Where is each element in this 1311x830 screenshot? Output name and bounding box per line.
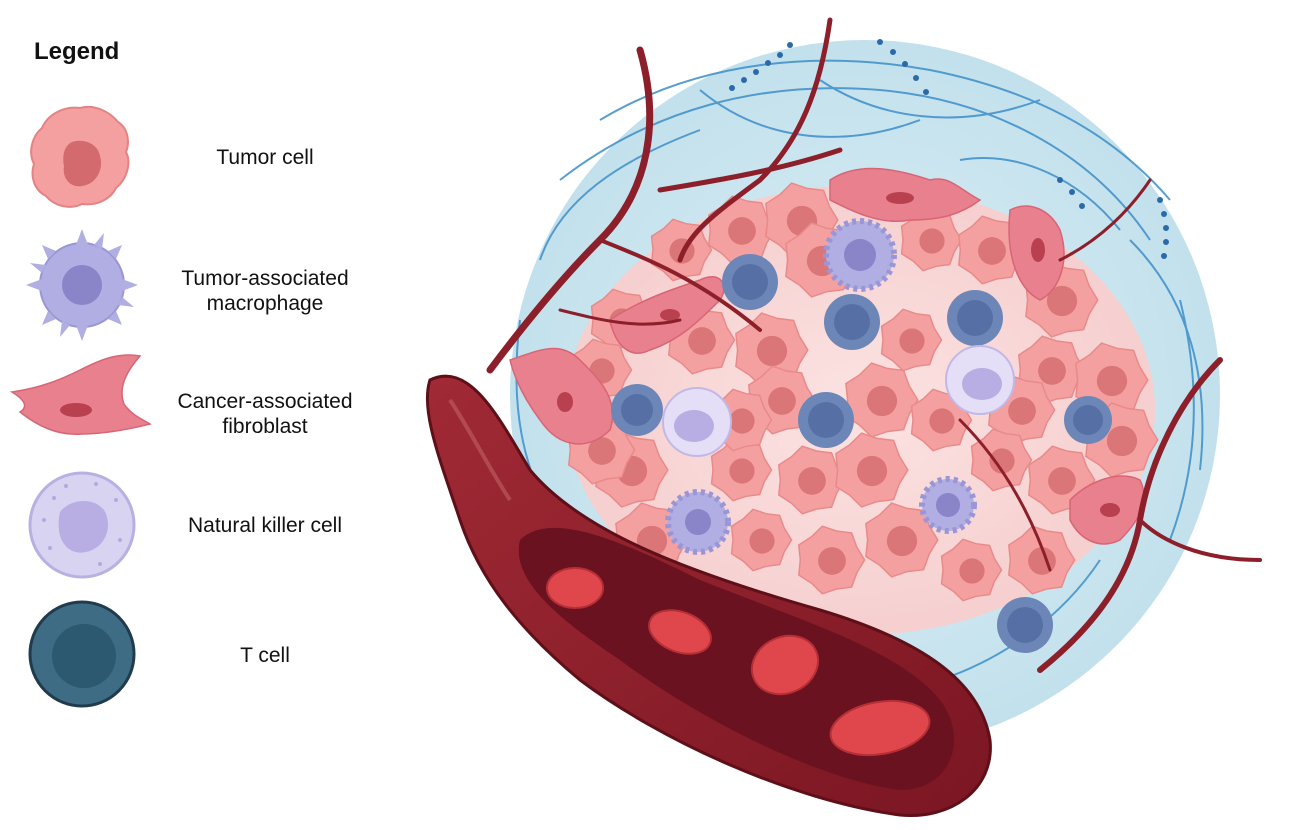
legend-icon-t-cell <box>30 602 134 706</box>
tumor-cell-nucleus <box>757 336 787 366</box>
tumor-cell-nucleus <box>919 228 944 253</box>
tumor-cell-nucleus <box>818 547 846 575</box>
tumor-cell-nucleus <box>768 387 796 415</box>
tumor-cell-nucleus <box>887 526 917 556</box>
tumor-cell-nucleus <box>867 386 897 416</box>
tumor-cell-nucleus <box>749 528 774 553</box>
nk-cell <box>663 388 731 456</box>
t-cell <box>824 294 880 350</box>
macrophage-icon <box>26 229 138 341</box>
tumor-cell-nucleus <box>1097 366 1127 396</box>
tumor-cell-nucleus <box>929 408 954 433</box>
tumor-cell-nucleus <box>798 467 826 495</box>
macrophage <box>826 221 894 289</box>
macrophage <box>922 479 974 531</box>
tumor-cell-nucleus <box>729 408 754 433</box>
t-cell <box>947 290 1003 346</box>
tumor-cell-nucleus <box>1048 467 1076 495</box>
legend-icon-fibroblast <box>12 355 150 434</box>
fibroblast-icon <box>12 355 150 434</box>
t-cell <box>722 254 778 310</box>
legend-icon-macrophage <box>26 229 138 341</box>
legend-icon-nk-cell <box>30 473 134 577</box>
tumor-region <box>427 20 1260 816</box>
tumor-cell-nucleus <box>1008 397 1036 425</box>
macrophage <box>668 492 728 552</box>
tumor-cell-nucleus <box>1107 426 1137 456</box>
legend-icon-tumor-cell <box>31 107 128 207</box>
tumor-cell-nucleus <box>978 237 1006 265</box>
t-cell <box>1064 396 1112 444</box>
t-cell <box>798 392 854 448</box>
tumor-cell-nucleus <box>729 458 754 483</box>
tumor-cell-nucleus <box>1038 357 1066 385</box>
t-cell <box>997 597 1053 653</box>
tumor-cell-nucleus <box>959 558 984 583</box>
tumor-cell-nucleus <box>899 328 924 353</box>
tumor-cell-nucleus <box>728 217 756 245</box>
tumor-cell-nucleus <box>857 456 887 486</box>
nk-cell <box>946 346 1014 414</box>
tumor-cell-nucleus <box>688 327 716 355</box>
t-cell <box>611 384 663 436</box>
